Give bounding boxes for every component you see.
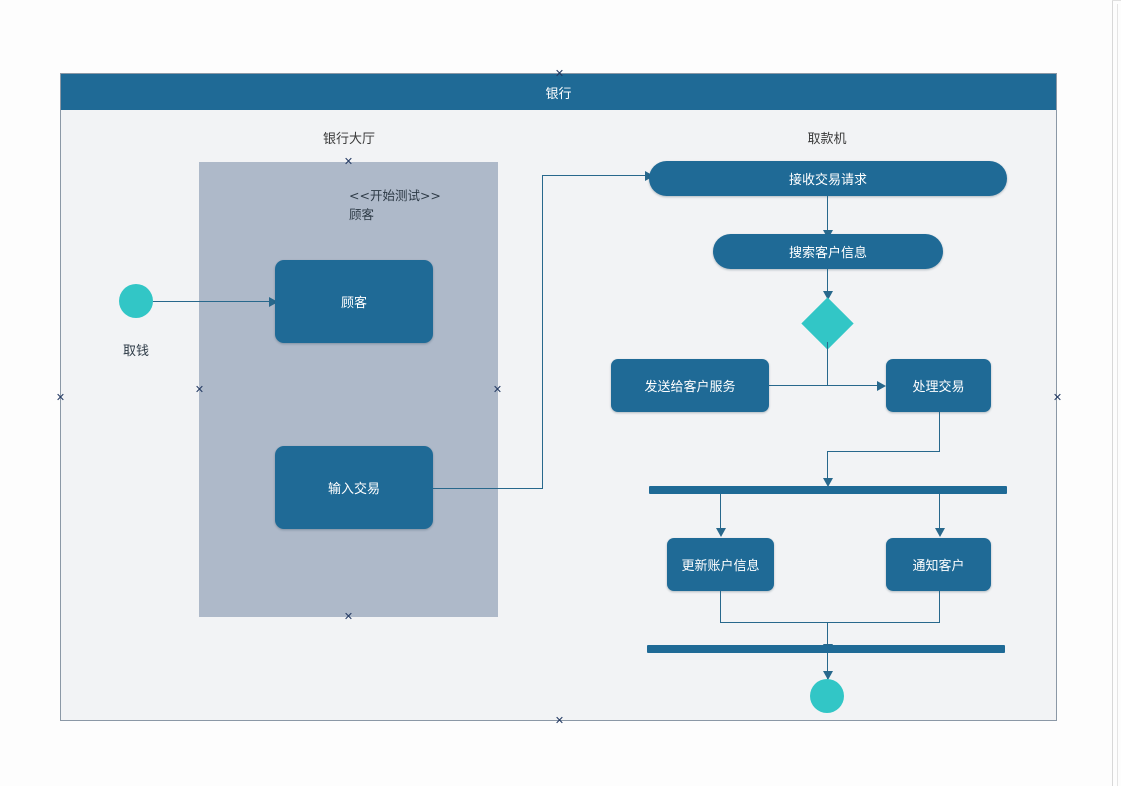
edge-update-to-join-v1 <box>720 591 721 622</box>
activity-diagram-frame[interactable]: 银行 <<开始测试>> 顾客 银行大厅 取款机 取钱 顾客 输入交易 接收交易请… <box>60 73 1057 721</box>
fork-bar[interactable] <box>649 486 1007 494</box>
activity-node-notify-customer[interactable]: 通知客户 <box>886 538 991 591</box>
arrowhead-join-to-final <box>823 671 833 680</box>
selection-handle-partition-right[interactable] <box>492 384 503 395</box>
arrowhead-decision-to-process <box>877 381 886 391</box>
selection-handle-partition-top[interactable] <box>343 156 354 167</box>
edge-fork-to-update-account <box>720 494 721 535</box>
activity-node-customer[interactable]: 顾客 <box>275 260 433 343</box>
activity-node-search-customer-info[interactable]: 搜索客户信息 <box>713 234 943 269</box>
edge-process-to-fork-v2 <box>827 451 828 484</box>
join-bar[interactable] <box>647 645 1005 653</box>
diagram-title: 银行 <box>61 74 1056 110</box>
lane-header-atm[interactable]: 取款机 <box>807 132 847 147</box>
activity-node-receive-request[interactable]: 接收交易请求 <box>649 161 1007 196</box>
activity-node-process-transaction[interactable]: 处理交易 <box>886 359 991 412</box>
lane-header-lobby[interactable]: 银行大厅 <box>322 132 376 147</box>
selection-handle-partition-bottom[interactable] <box>343 611 354 622</box>
page-edge-right <box>1112 0 1113 786</box>
arrowhead-fork-to-update-account <box>716 528 726 537</box>
activity-node-send-to-customer-service[interactable]: 发送给客户服务 <box>611 359 769 412</box>
activity-node-update-account-info[interactable]: 更新账户信息 <box>667 538 774 591</box>
edge-input-to-receive-h1 <box>433 488 543 489</box>
edge-receive-to-search <box>827 196 828 236</box>
edge-decision-to-process-h <box>827 385 881 386</box>
page-edge-right-outer <box>1117 4 1118 786</box>
selection-handle-bottom[interactable] <box>554 715 565 726</box>
edge-process-to-fork-h <box>827 451 940 452</box>
activity-node-input-transaction[interactable]: 输入交易 <box>275 446 433 529</box>
edge-process-to-fork-v1 <box>939 412 940 451</box>
edge-input-to-receive-h2 <box>542 175 649 176</box>
selection-handle-partition-left[interactable] <box>194 384 205 395</box>
selection-handle-top[interactable] <box>554 68 565 79</box>
edge-notify-to-join-v1 <box>939 591 940 622</box>
final-node[interactable] <box>810 679 844 713</box>
edge-fork-to-notify-customer <box>939 494 940 535</box>
edge-notify-to-join-h <box>827 622 940 623</box>
partition-customer[interactable] <box>199 162 498 617</box>
edge-search-to-decision <box>827 269 828 298</box>
selection-handle-right[interactable] <box>1052 392 1063 403</box>
edge-update-to-join-h <box>720 622 827 623</box>
edge-decision-stem <box>827 342 828 386</box>
arrowhead-fork-to-notify-customer <box>935 528 945 537</box>
arrowhead-start-to-customer <box>269 297 278 307</box>
arrowhead-search-to-decision <box>823 291 833 300</box>
start-node[interactable] <box>119 284 153 318</box>
selection-handle-left[interactable] <box>55 392 66 403</box>
edge-join-to-final <box>827 653 828 679</box>
arrowhead-process-to-fork <box>823 478 833 487</box>
edge-input-to-receive-v <box>542 175 543 489</box>
edge-to-join-v2 <box>827 622 828 650</box>
edge-start-to-customer <box>153 301 273 302</box>
start-node-caption: 取钱 <box>122 344 150 359</box>
page-edge-top <box>1112 0 1121 1</box>
